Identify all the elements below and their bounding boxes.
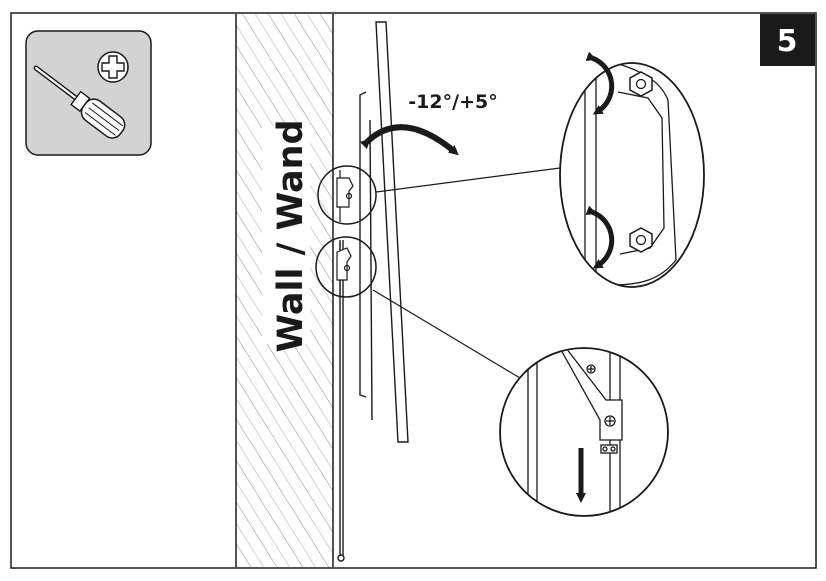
rotate-arrow-icon	[585, 51, 615, 115]
wall-label: Wall / Wand	[271, 119, 311, 352]
hex-nut-icon	[629, 227, 653, 253]
step-badge: 5	[760, 14, 815, 66]
rotate-arrow-icon	[585, 205, 615, 269]
bracket-detail-bottom	[315, 236, 377, 298]
screwdriver-icon	[33, 65, 126, 139]
hex-nut-icon	[629, 71, 653, 97]
screw-icon	[586, 364, 596, 374]
tilt-arrow-icon	[359, 124, 459, 156]
wall: Wall / Wand	[235, 14, 334, 567]
tool-panel	[25, 30, 152, 156]
leader-line-top	[375, 167, 561, 193]
screw-icon	[604, 415, 616, 427]
tilt-range-label: -12°/+5°	[408, 91, 497, 113]
bracket-detail-top	[317, 165, 377, 225]
phillips-cross-icon	[97, 51, 129, 83]
zoom-detail-lock	[499, 347, 669, 517]
leader-line-bottom	[372, 289, 521, 379]
step-number: 5	[777, 24, 798, 59]
zoom-detail-tilt-screws	[559, 51, 705, 288]
